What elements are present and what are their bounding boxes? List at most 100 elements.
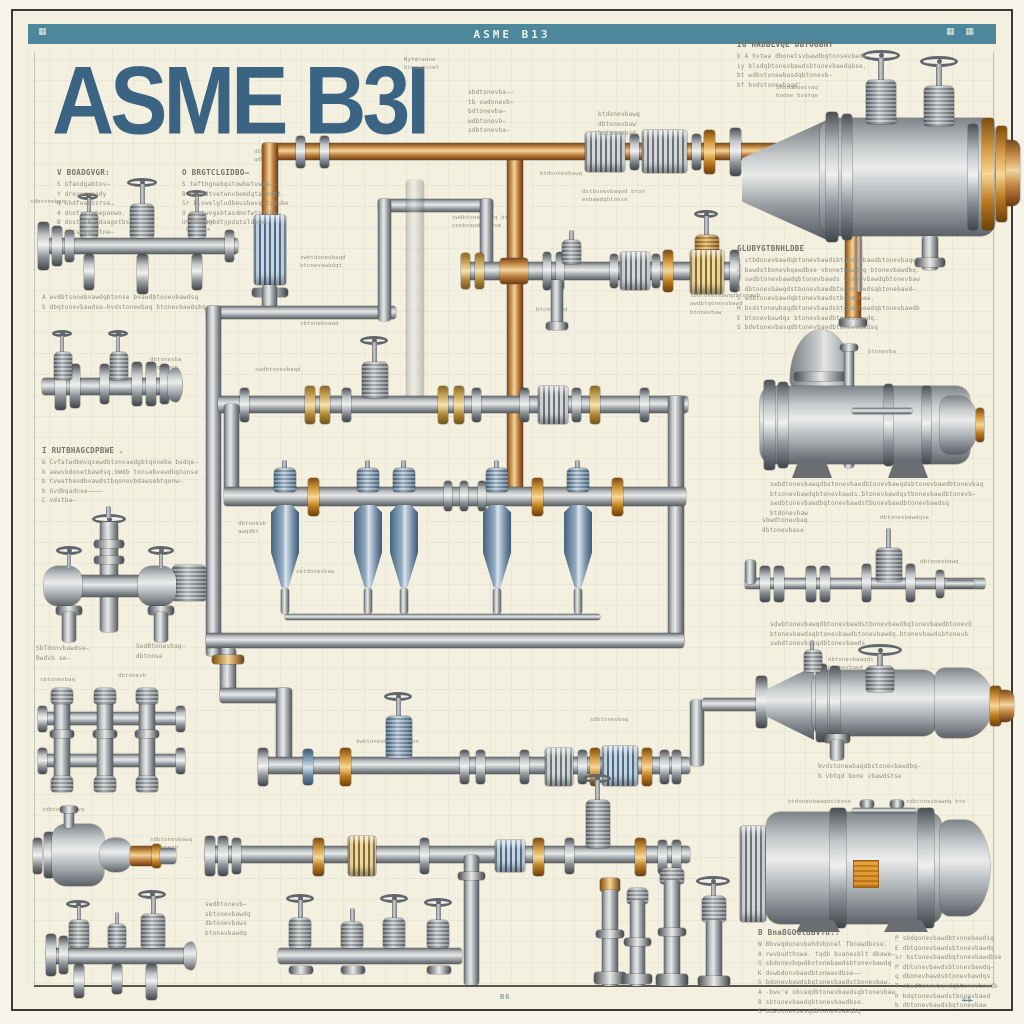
fig-r2-shell: [760, 386, 970, 464]
valve-column: [97, 695, 113, 787]
flange: [70, 364, 80, 408]
caption-body: SbTdonvbawdse— Bwdvb se—: [36, 645, 90, 662]
flange-orange: [642, 748, 652, 786]
valve-column: [54, 695, 70, 787]
flange-orange: [704, 130, 715, 174]
flange: [132, 362, 142, 406]
baseline-rule: [34, 985, 992, 987]
handwheel-icon: [52, 330, 72, 337]
spec-list-heading: I RUTBHAGCDPBWE .: [42, 446, 124, 455]
valve-bonnet-blue: [567, 468, 589, 492]
valve-stem: [159, 554, 163, 568]
annotation-label: swdbtonevbaqd: [255, 367, 301, 373]
spec-list-left-mid: I RUTBHAGCDPBWE . b Cvfatwdbmvqsewdbtonv…: [42, 446, 342, 506]
annotation-label: dbtonevb: [118, 673, 147, 679]
flange: [50, 730, 74, 738]
caption-body: swdbtonevb— sbtonevbawdq dbtonevbaws bto…: [205, 901, 251, 937]
flange: [478, 481, 486, 511]
valve-bonnet: [141, 914, 165, 948]
nozzle-orange: [130, 846, 154, 866]
nozzle-base: [698, 976, 730, 986]
flange: [826, 112, 838, 242]
valve-stem: [151, 896, 156, 916]
annotation-label: dbtonevb awqdbt: [238, 521, 267, 536]
valve-tip: [574, 588, 582, 614]
flange: [658, 840, 667, 874]
flange: [968, 124, 978, 230]
spec-list-left-a: V BOADGVGR: S Gfandgabtov— Y droyervcady…: [57, 168, 167, 238]
handwheel-icon: [186, 190, 207, 197]
valve-bonnet: [562, 240, 581, 264]
flange: [420, 838, 429, 874]
flange: [38, 222, 49, 270]
valve-stem: [298, 900, 303, 920]
valve-stem: [704, 216, 709, 240]
valve-bonnet: [341, 922, 363, 948]
flange-orange: [990, 686, 1001, 726]
valve-stem: [878, 58, 884, 82]
annotation-label: btonevbad: [536, 306, 602, 314]
flange: [218, 836, 228, 876]
flange: [225, 230, 234, 262]
numbered-list-body: B stbdonevbawdqbtonevbawdsbtqonevbawdbto…: [737, 257, 920, 332]
tank-list-body: W Bbvwqdonevbahdvbonel fbnawdbvse. A rwv…: [758, 941, 896, 1016]
pipe-ghost: [406, 180, 424, 400]
valve-bonnet: [383, 918, 405, 948]
annotation-label: dbtonevbawq: [920, 559, 959, 565]
caption-body: SwdBtonevbaq— dbtonse: [136, 643, 186, 660]
vessel-band: [884, 384, 893, 466]
nozzle-base: [656, 974, 688, 986]
ladder-list-body: btdonevbawq dbtonevbaw bstonevbad: [598, 111, 640, 138]
flange: [60, 806, 78, 813]
flange: [146, 362, 156, 406]
flange-orange: [635, 838, 646, 876]
flange: [806, 566, 816, 602]
pipe-copper-center-drop: [507, 150, 523, 492]
tank-rail: [852, 808, 916, 813]
ladder-list-top-a: sbdtonevba—— tb swdonevb— bdtonevba— wdb…: [468, 88, 578, 136]
pipe-run-d: [218, 396, 688, 413]
caption-body: sbwdtonevbaq dbtonevbase: [762, 517, 808, 534]
valve-stem: [116, 336, 120, 354]
pipe-gray: [378, 199, 493, 212]
flange: [146, 964, 157, 1000]
flange: [546, 322, 568, 330]
ladder-list-body: sbdtonevba—— tb swdonevb— bdtonevba— wdb…: [468, 89, 514, 135]
pipe-loop-bottom: [206, 633, 684, 648]
valve-stem: [67, 554, 71, 568]
pipe-gray: [206, 306, 396, 319]
flange: [59, 936, 68, 974]
valve-stem: [886, 528, 891, 554]
valve-tip: [493, 588, 501, 614]
annotation-label: sdbtonebaq: [30, 199, 66, 205]
valve-stem: [392, 900, 397, 920]
annotation-label: dbtonevbawdqse: [880, 515, 930, 521]
nozzle-tip: [160, 848, 176, 864]
flange: [148, 606, 174, 615]
spec-list-body: S Gfandgabtov— Y droyervcady N Ghdfwaubz…: [57, 181, 130, 236]
valve-bonnet: [51, 688, 73, 704]
fig-r4-end-bulb: [935, 668, 993, 738]
valve-body-orange: [690, 250, 724, 294]
expansion-joint: [538, 386, 568, 424]
flange-gold: [438, 386, 448, 424]
annotation-label: swbtdonevbaqd btonevawbdqt: [300, 255, 346, 270]
caption-body: sdwbtonevbawqdbtonevbawdstbonevbawdbqton…: [770, 621, 973, 648]
valve-bonnet: [94, 688, 116, 704]
flange-gold: [475, 253, 484, 289]
flange: [74, 964, 84, 998]
flange: [84, 254, 94, 290]
nozzle-base: [594, 972, 626, 984]
flange: [44, 832, 54, 878]
tank-saddle: [796, 920, 840, 932]
pipe-gray: [378, 199, 391, 321]
flange: [824, 734, 850, 743]
valve-tip: [364, 588, 372, 614]
pipe-gray: [480, 199, 493, 269]
valve-stem: [595, 780, 600, 802]
spec-list-heading: IG HADBLVQE DBTOGBNT: [737, 40, 834, 49]
flange: [520, 750, 529, 784]
flange: [65, 230, 74, 262]
caption-fig-l1: A wvdbtsonebvawdqbtonse bvawdbtonevbawds…: [42, 293, 332, 312]
ladder-list-top-b: btdonevbawq dbtonevbaw bstonevbad: [598, 110, 693, 139]
